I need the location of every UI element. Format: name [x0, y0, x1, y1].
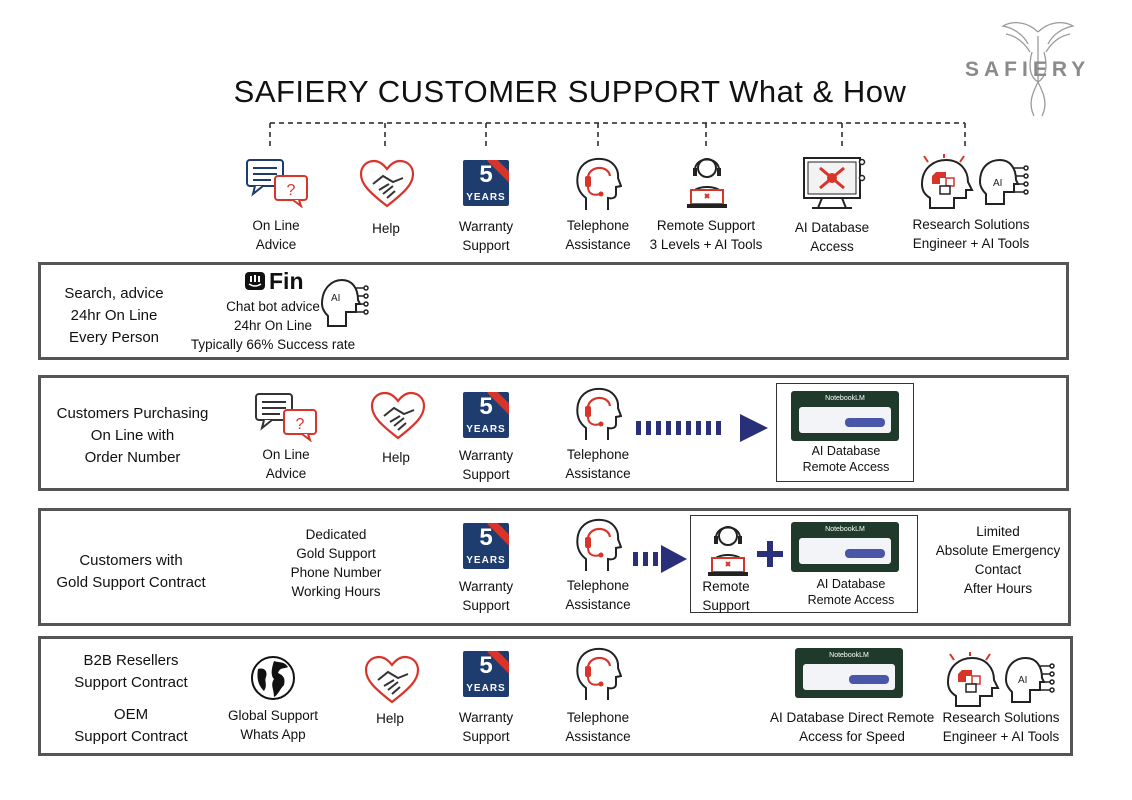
dashed-arrow-icon [636, 412, 771, 449]
headset-head-icon [574, 386, 623, 447]
heart-handshake-icon [370, 390, 426, 447]
ai-database-monitor-icon [800, 154, 866, 219]
headset-head-icon [574, 646, 623, 707]
dashed-arrow-icon [633, 543, 689, 580]
fin-brand: Fin [269, 268, 304, 294]
svg-text:?: ? [296, 416, 305, 433]
plus-icon [757, 541, 783, 572]
service-label: Help [376, 711, 404, 726]
heart-handshake-icon [364, 654, 420, 711]
logo-text: SAFIERY [965, 58, 1091, 81]
remote-agent-icon [685, 154, 729, 215]
svg-text:AI: AI [993, 178, 1002, 189]
page-title: SAFIERY CUSTOMER SUPPORT What & How [233, 74, 907, 109]
ai-badge: AI [331, 293, 341, 304]
service-label: Help [372, 221, 400, 236]
fin-logo-icon [244, 271, 266, 296]
globe-icon [250, 655, 296, 706]
service-label: Help [382, 450, 410, 465]
ai-head-icon: AI [318, 276, 370, 337]
chat-bubbles-icon: ? [254, 392, 320, 447]
chat-bubbles-icon: ? [245, 158, 311, 213]
row-every-person [38, 262, 1069, 360]
research-ai-icon: AI [944, 652, 1056, 713]
ai-badge: AI [1018, 675, 1028, 686]
notebooklm-screenshot: NotebookLM [795, 648, 903, 698]
remote-agent-icon [706, 522, 750, 583]
research-ai-icon: AI [918, 154, 1030, 215]
notebooklm-screenshot: NotebookLM [791, 522, 899, 572]
heart-handshake-icon [359, 158, 415, 215]
dashed-connector [269, 122, 966, 147]
svg-text:?: ? [287, 182, 296, 199]
phoenix-logo-icon [998, 12, 1078, 122]
headset-head-icon [574, 156, 623, 217]
headset-head-icon [574, 517, 623, 578]
notebooklm-screenshot: NotebookLM [791, 391, 899, 441]
